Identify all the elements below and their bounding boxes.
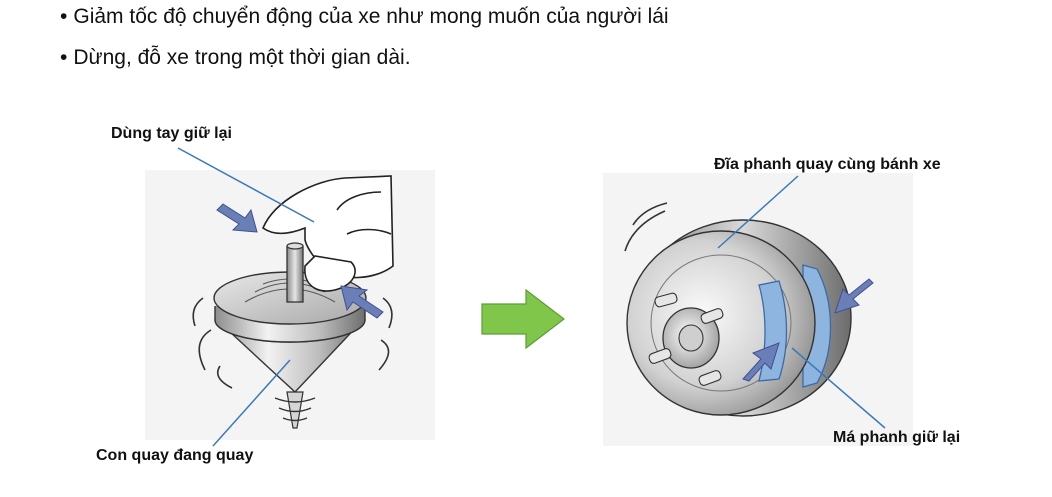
label-hand-holding: Dùng tay giữ lại: [111, 125, 232, 142]
bullet-item-stop-park: •Dừng, đỗ xe trong một thời gian dài.: [60, 45, 411, 71]
label-brake-pad: Má phanh giữ lại: [833, 429, 961, 446]
disc-brake-illustration: [603, 173, 913, 446]
bullet-dot: •: [60, 46, 68, 69]
blue-press-arrow-icon: [742, 278, 874, 382]
bullet-item-slow-down: •Giảm tốc độ chuyển động của xe như mong…: [60, 4, 669, 30]
label-spinning-top: Con quay đang quay: [96, 447, 254, 464]
green-right-arrow-icon: [481, 288, 565, 350]
bullet-dot: •: [60, 5, 68, 28]
wheel-stud-icons: [648, 292, 724, 386]
spinning-top-illustration: [145, 170, 435, 440]
bullet-text: Dừng, đỗ xe trong một thời gian dài.: [73, 46, 411, 69]
bullet-text: Giảm tốc độ chuyển động của xe như mong …: [73, 5, 669, 28]
label-brake-disc: Đĩa phanh quay cùng bánh xe: [714, 156, 941, 173]
